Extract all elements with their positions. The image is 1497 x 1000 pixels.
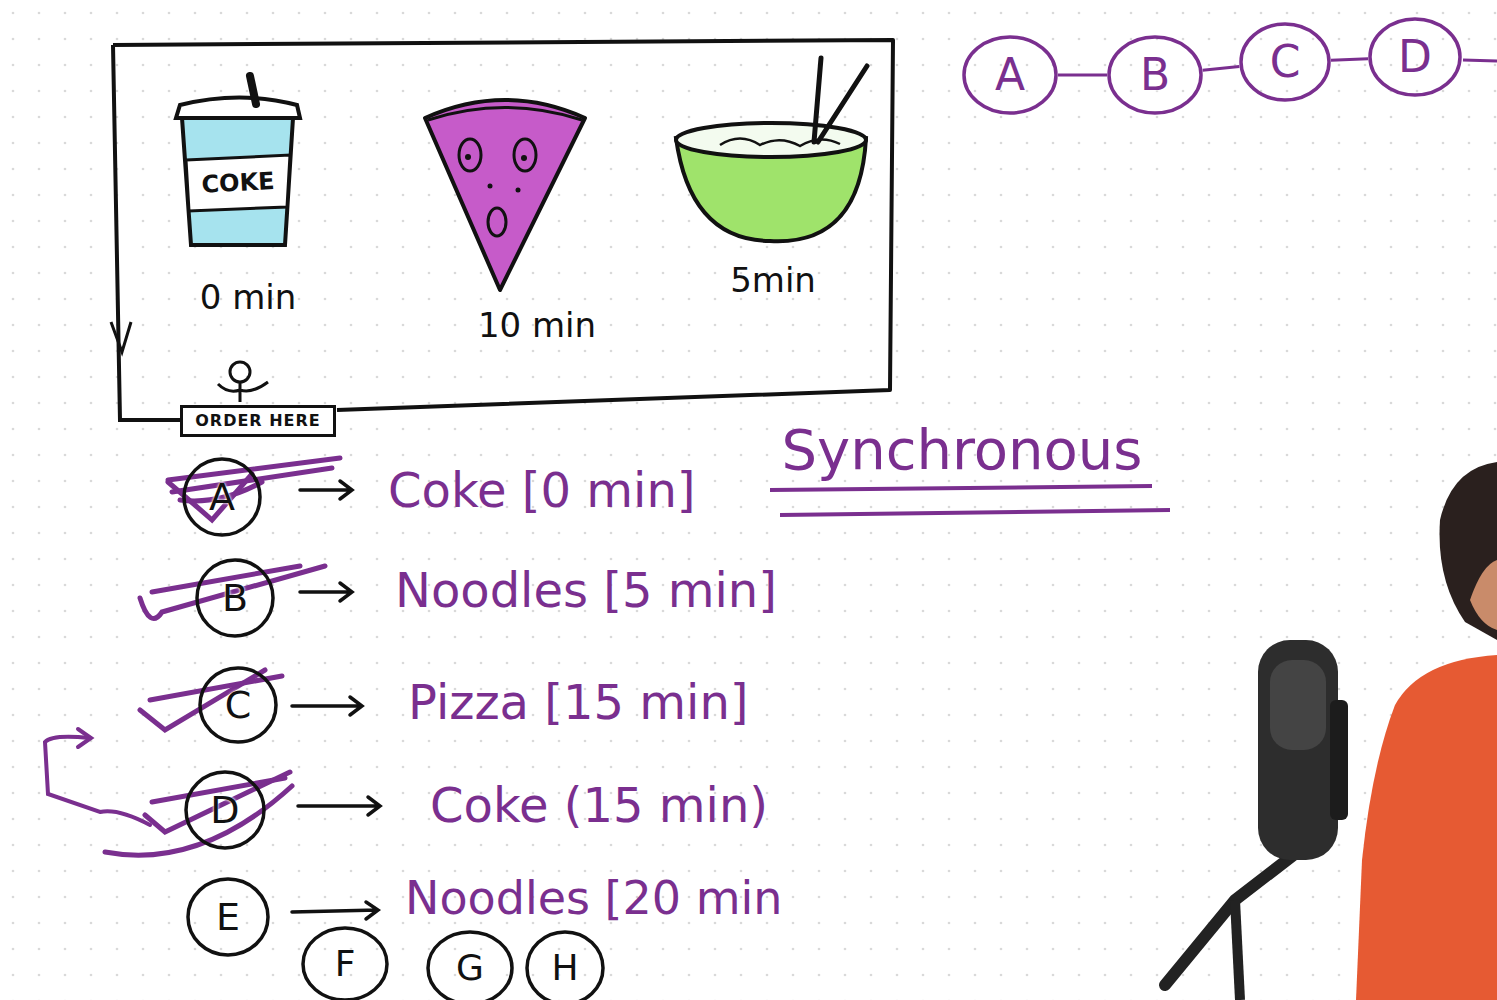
- pizza-slice: [425, 100, 585, 290]
- circle-outline: [303, 928, 387, 1000]
- queue-link: [1058, 74, 1107, 77]
- done-strike: [105, 458, 340, 855]
- circle-outline: [188, 879, 268, 955]
- queue-circle: D: [1368, 17, 1462, 97]
- circle-outline: [964, 37, 1056, 113]
- circle-letter: B: [222, 579, 248, 617]
- circle-outline: [198, 666, 278, 744]
- presenter: [1165, 462, 1497, 1000]
- circle-outline: [200, 668, 276, 742]
- queue-circle: A: [962, 35, 1058, 115]
- circle-outline: [1109, 37, 1201, 113]
- flow-arrowhead: [111, 322, 131, 352]
- queue-link: [1203, 67, 1240, 71]
- circle-outline: [1370, 19, 1460, 95]
- queue-tail: [1463, 60, 1497, 61]
- cup-label: COKE: [201, 168, 275, 198]
- circle-outline: [1107, 35, 1203, 115]
- circle-outline: [301, 926, 389, 1000]
- order-arrow: [292, 481, 380, 919]
- order-sign: ORDER HERE: [180, 405, 336, 437]
- prep-time: 10 min: [478, 307, 596, 344]
- title-underline: [770, 486, 1152, 490]
- circle-outline: [426, 930, 514, 1000]
- queue-circle: C: [1239, 22, 1331, 102]
- circle-letter: C: [1270, 40, 1301, 84]
- circle-outline: [186, 772, 264, 848]
- order-item: Noodles [20 min: [405, 873, 782, 924]
- order-item: Coke [0 min]: [388, 464, 696, 517]
- customer-circle: D: [184, 770, 266, 850]
- circle-letter: A: [209, 478, 235, 516]
- circle-letter: A: [995, 53, 1025, 97]
- cashier-figure: [218, 362, 268, 402]
- circle-outline: [197, 560, 273, 636]
- order-item: Coke (15 min): [430, 779, 768, 832]
- topic-title: Synchronous: [782, 419, 1143, 481]
- shop-outline: [113, 45, 180, 420]
- title-underline: [780, 510, 1170, 515]
- circle-outline: [186, 877, 270, 957]
- prep-time: 0 min: [200, 279, 297, 316]
- customer-circle: H: [525, 930, 605, 1000]
- circle-outline: [1239, 22, 1331, 102]
- circle-letter: D: [1398, 35, 1432, 79]
- circle-letter: B: [1140, 53, 1170, 97]
- circle-letter: F: [335, 946, 356, 982]
- customer-circle: C: [198, 666, 278, 744]
- circle-outline: [195, 558, 275, 638]
- circle-outline: [527, 932, 603, 1000]
- customer-circle: G: [426, 930, 514, 1000]
- circle-outline: [525, 930, 605, 1000]
- coke-cup: [176, 76, 300, 245]
- order-item: Noodles [5 min]: [395, 564, 777, 617]
- queue-link: [1331, 59, 1368, 60]
- circle-outline: [962, 35, 1058, 115]
- customer-circle: A: [182, 457, 262, 537]
- circle-letter: C: [225, 686, 252, 724]
- order-item: Pizza [15 min]: [408, 676, 749, 729]
- circle-outline: [184, 459, 260, 535]
- customer-circle: E: [186, 877, 270, 957]
- circle-letter: D: [210, 791, 239, 829]
- circle-outline: [1241, 24, 1329, 100]
- circle-outline: [428, 932, 512, 1000]
- sign-text: ORDER HERE: [195, 413, 321, 429]
- circle-outline: [184, 770, 266, 850]
- return-arrow: [45, 729, 150, 825]
- prep-time: 5min: [730, 262, 816, 299]
- shop-outline: [113, 40, 893, 410]
- customer-circle: F: [301, 926, 389, 1000]
- circle-outline: [182, 457, 262, 537]
- circle-outline: [1368, 17, 1462, 97]
- circle-letter: E: [216, 898, 240, 936]
- circle-letter: H: [551, 950, 578, 986]
- customer-circle: B: [195, 558, 275, 638]
- circle-letter: G: [456, 950, 484, 986]
- noodle-bowl: [676, 58, 867, 241]
- queue-circle: B: [1107, 35, 1203, 115]
